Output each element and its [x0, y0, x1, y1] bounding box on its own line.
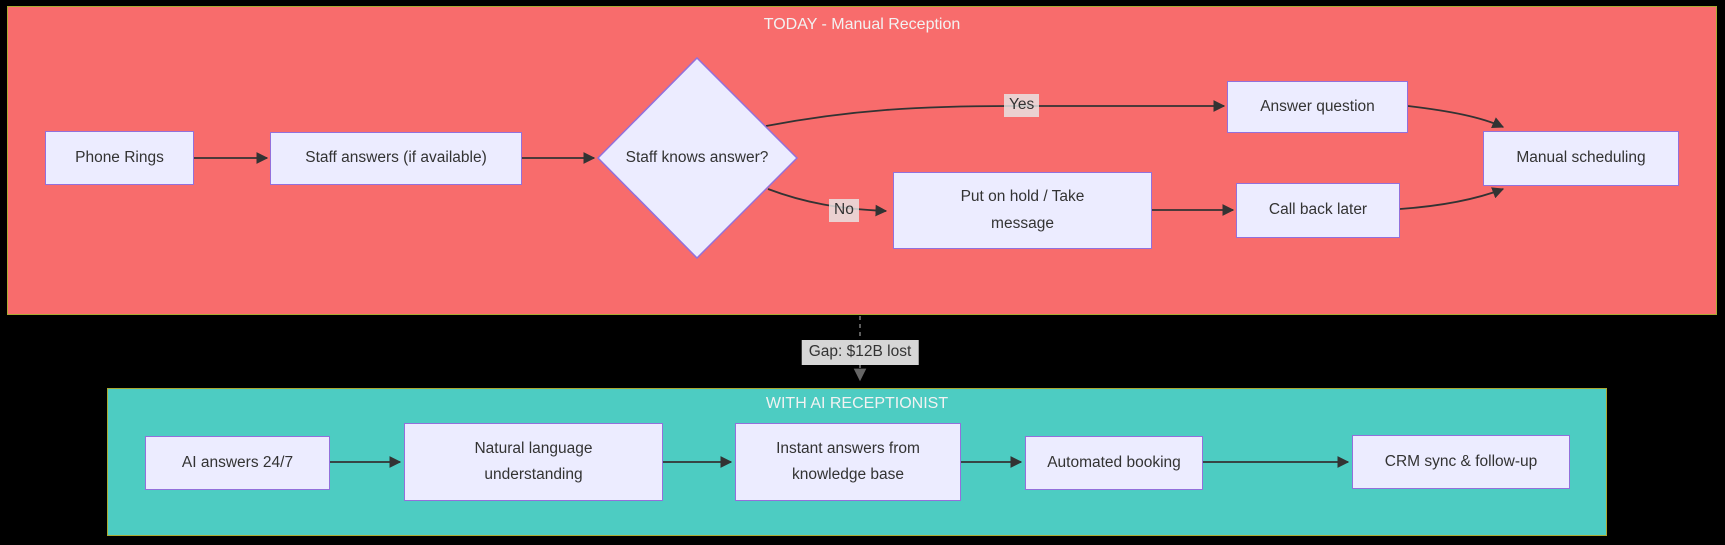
node-knows-answer-label: Staff knows answer? — [625, 148, 769, 166]
node-manual-scheduling: Manual scheduling — [1483, 131, 1679, 186]
edge-decision-no-to-hold — [767, 188, 888, 217]
edge-decision-yes-to-answer — [765, 100, 1226, 127]
node-crm-sync-follow-up: CRM sync & follow-up — [1352, 435, 1570, 489]
node-ai-answers-247: AI answers 24/7 — [145, 436, 330, 490]
node-instant-answers: Instant answers from knowledge base — [735, 423, 961, 501]
edge-label-gap: Gap: $12B lost — [801, 340, 919, 365]
node-put-on-hold: Put on hold / Take message — [893, 172, 1152, 249]
node-answer-question: Answer question — [1227, 81, 1408, 133]
node-phone-rings: Phone Rings — [45, 131, 194, 185]
node-automated-booking: Automated booking — [1025, 436, 1203, 490]
edge-answer-to-manual — [1407, 105, 1505, 128]
node-knows-answer-diamond — [596, 56, 799, 260]
cluster-ai-title: WITH AI RECEPTIONIST — [765, 395, 949, 412]
node-natural-language-understanding: Natural language understanding — [404, 423, 663, 501]
node-staff-answers: Staff answers (if available) — [270, 132, 522, 185]
edge-callback-to-manual — [1399, 187, 1505, 210]
cluster-today-title: TODAY - Manual Reception — [763, 16, 961, 33]
node-call-back-later: Call back later — [1236, 183, 1400, 238]
edge-label-no: No — [829, 199, 859, 222]
edge-label-yes: Yes — [1004, 94, 1040, 117]
